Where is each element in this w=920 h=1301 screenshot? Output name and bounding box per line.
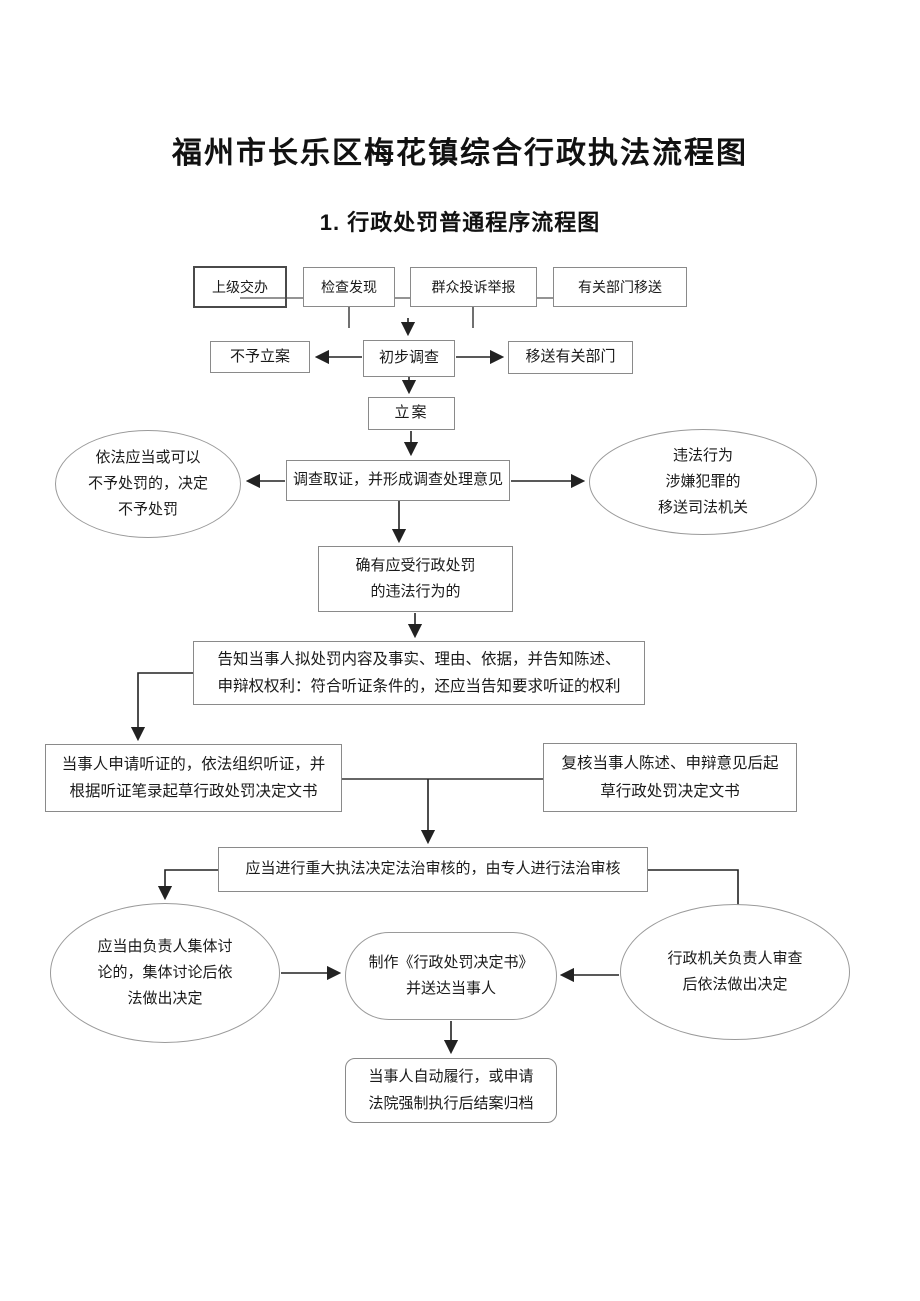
node-major-decision-legal-review: 应当进行重大执法决定法治审核的，由专人进行法治审核 <box>218 847 648 892</box>
node-criminal-transfer-judicial: 违法行为 涉嫌犯罪的 移送司法机关 <box>589 429 817 535</box>
node-department-transfer-in: 有关部门移送 <box>553 267 687 307</box>
section-heading: 1. 行政处罚普通程序流程图 <box>319 210 601 235</box>
node-notification-of-rights: 告知当事人拟处罚内容及事实、理由、依据，并告知陈述、 申辩权权利：符合听证条件的… <box>193 641 645 705</box>
node-case-filing: 立案 <box>368 397 455 430</box>
node-make-and-serve-decision-document: 制作《行政处罚决定书》 并送达当事人 <box>345 932 557 1020</box>
node-no-case-filing: 不予立案 <box>210 341 310 373</box>
node-transfer-to-relevant-department: 移送有关部门 <box>508 341 633 374</box>
node-collective-discussion-decision: 应当由负责人集体讨 论的，集体讨论后依 法做出决定 <box>50 903 280 1043</box>
node-review-statement-defense: 复核当事人陈述、申辩意见后起 草行政处罚决定文书 <box>543 743 797 812</box>
page-title: 福州市长乐区梅花镇综合行政执法流程图 <box>172 137 748 170</box>
node-inspection-discovery: 检查发现 <box>303 267 395 307</box>
node-confirmed-violation: 确有应受行政处罚 的违法行为的 <box>318 546 513 612</box>
node-hearing-procedure: 当事人申请听证的，依法组织听证，并 根据听证笔录起草行政处罚决定文书 <box>45 744 342 812</box>
node-investigation-evidence: 调查取证，并形成调查处理意见 <box>286 460 510 501</box>
node-case-closing-archive: 当事人自动履行，或申请 法院强制执行后结案归档 <box>345 1058 557 1123</box>
node-public-complaint-report: 群众投诉举报 <box>410 267 537 307</box>
node-superior-assignment: 上级交办 <box>193 266 287 308</box>
node-leader-review-decision: 行政机关负责人审查 后依法做出决定 <box>620 904 850 1040</box>
node-no-penalty-decision: 依法应当或可以 不予处罚的，决定 不予处罚 <box>55 430 241 538</box>
node-preliminary-investigation: 初步调查 <box>363 340 455 377</box>
